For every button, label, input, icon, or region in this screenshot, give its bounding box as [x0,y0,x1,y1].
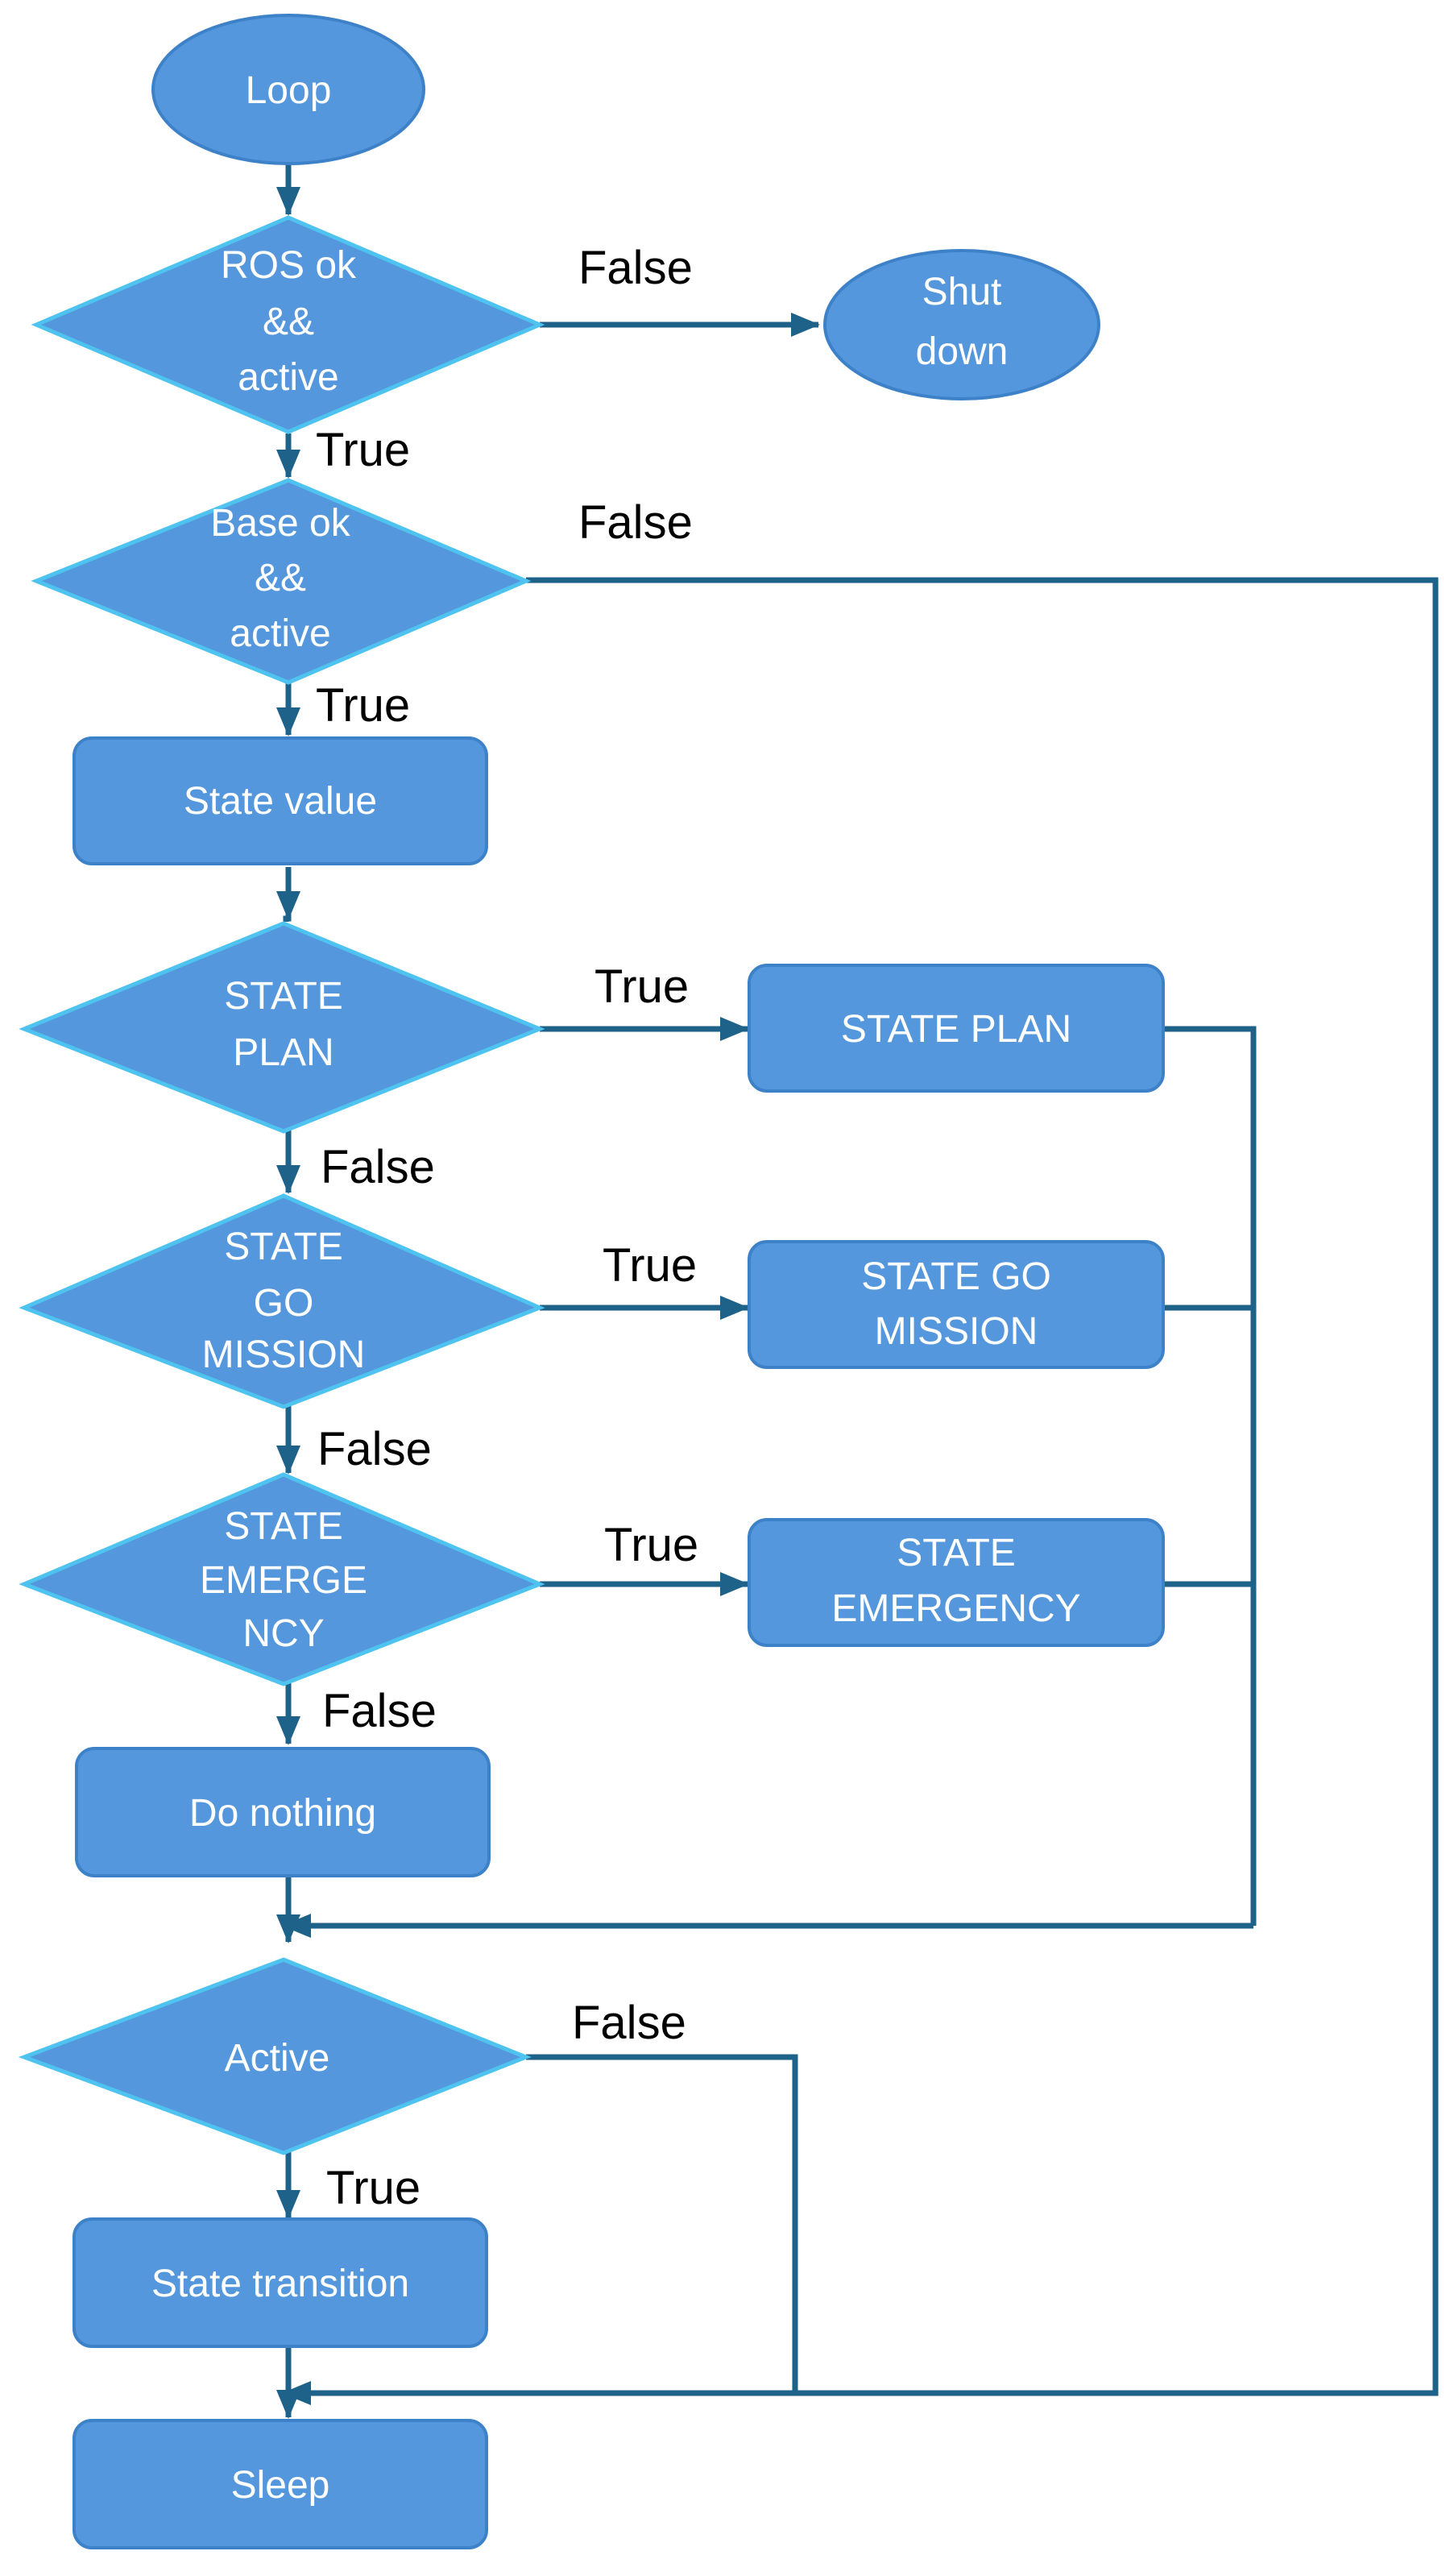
box-plan-label: STATE PLAN [841,1008,1071,1051]
node-state-go-mission-decision: STATE GO MISSION [19,1193,545,1409]
edge-base-false-to-sleep-join [282,577,1439,2405]
do-nothing-label: Do nothing [189,1792,376,1835]
label-base-false: False [578,496,693,549]
edge-labels: False True False True True False True Fa… [316,242,698,2214]
sleep-label: Sleep [231,2464,330,2507]
node-loop-label: Loop [246,69,332,112]
ros-line-1: ROS ok [221,244,357,287]
label-base-true: True [316,679,410,732]
label-go-false: False [317,1423,432,1475]
state-transition-label: State transition [151,2263,409,2305]
dec-go-line-2: GO [254,1282,314,1325]
dec-plan-line-2: PLAN [233,1031,333,1074]
label-emergency-true: True [604,1519,698,1571]
active-label: Active [225,2037,330,2080]
node-sleep: Sleep [72,2419,488,2549]
base-line-3: active [230,612,330,655]
shutdown-line-2: down [916,330,1009,373]
label-emergency-false: False [322,1685,437,1737]
dec-em-line-3: NCY [242,1612,324,1655]
node-active-decision: Active [18,1957,532,2155]
node-ros-ok-decision: ROS ok && active [31,215,545,434]
label-ros-true: True [316,424,410,476]
node-base-ok-decision: Base ok && active [31,478,532,685]
shutdown-line-1: Shut [922,271,1002,313]
label-go-true: True [603,1239,697,1292]
node-state-emergency-decision: STATE EMERGE NCY [19,1472,545,1686]
base-line-2: && [255,557,306,599]
node-state-plan-box: STATE PLAN [748,964,1165,1093]
label-active-true: True [326,2162,420,2214]
base-line-1: Base ok [210,502,350,545]
box-em-line-2: EMERGENCY [831,1587,1080,1630]
edges [276,164,1439,2419]
edge-plan-box-out [1165,1026,1257,1926]
node-state-transition: State transition [72,2217,488,2348]
node-loop: Loop [151,14,425,165]
state-value-label: State value [184,780,377,823]
node-do-nothing: Do nothing [75,1747,491,1877]
dec-plan-line-1: STATE [224,975,343,1018]
box-go-line-2: MISSION [875,1310,1038,1353]
node-shutdown: Shut down [823,249,1100,400]
box-go-line-1: STATE GO [861,1255,1051,1298]
label-ros-false: False [578,242,693,294]
dec-em-line-2: EMERGE [200,1559,367,1602]
ros-line-2: && [263,301,314,343]
label-active-false: False [572,1997,686,2049]
ros-line-3: active [238,356,338,399]
label-plan-true: True [594,960,689,1013]
box-em-line-1: STATE [897,1532,1016,1574]
dec-em-line-1: STATE [224,1505,343,1548]
dec-go-line-1: STATE [224,1226,343,1268]
node-state-plan-decision: STATE PLAN [19,921,545,1134]
edge-active-false [526,2054,798,2393]
node-state-emergency-box: STATE EMERGENCY [748,1518,1165,1647]
node-state-go-mission-box: STATE GO MISSION [748,1240,1165,1369]
label-plan-false: False [321,1141,435,1193]
dec-go-line-3: MISSION [202,1334,366,1376]
node-state-value: State value [72,736,488,865]
